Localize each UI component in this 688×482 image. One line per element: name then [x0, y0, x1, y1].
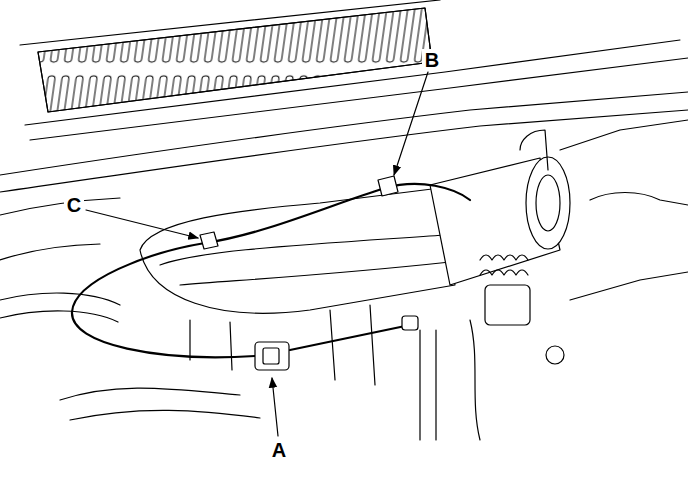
cable-bracket	[255, 342, 289, 370]
throttle-cable	[290, 325, 410, 350]
leader-line	[394, 72, 428, 175]
intake-manifold	[140, 188, 455, 313]
throttle-cable	[72, 184, 470, 357]
engine-line	[560, 120, 688, 300]
cable-clip	[200, 232, 218, 249]
leader-line	[272, 378, 278, 436]
hose	[520, 130, 548, 170]
throttle-spring	[480, 255, 528, 275]
hose	[0, 293, 120, 322]
throttle-flange	[526, 157, 570, 249]
pipe	[420, 320, 480, 440]
cowl-grille-frame	[38, 8, 432, 112]
callout-letter: A	[269, 439, 289, 461]
engine-line	[60, 388, 260, 420]
cowl-edge	[20, 0, 688, 140]
cable-clip	[378, 176, 398, 196]
callout-letter: B	[422, 49, 442, 71]
cable-end	[402, 316, 418, 330]
throttle-bore	[536, 175, 560, 231]
adjuster-nut	[263, 348, 279, 364]
throttle-linkage	[485, 285, 530, 325]
bolt	[546, 346, 564, 364]
callout-letter: C	[64, 194, 84, 216]
body-line	[0, 198, 120, 260]
runner	[190, 305, 375, 385]
leader-line	[86, 210, 198, 238]
cowl-grille	[38, 8, 432, 112]
